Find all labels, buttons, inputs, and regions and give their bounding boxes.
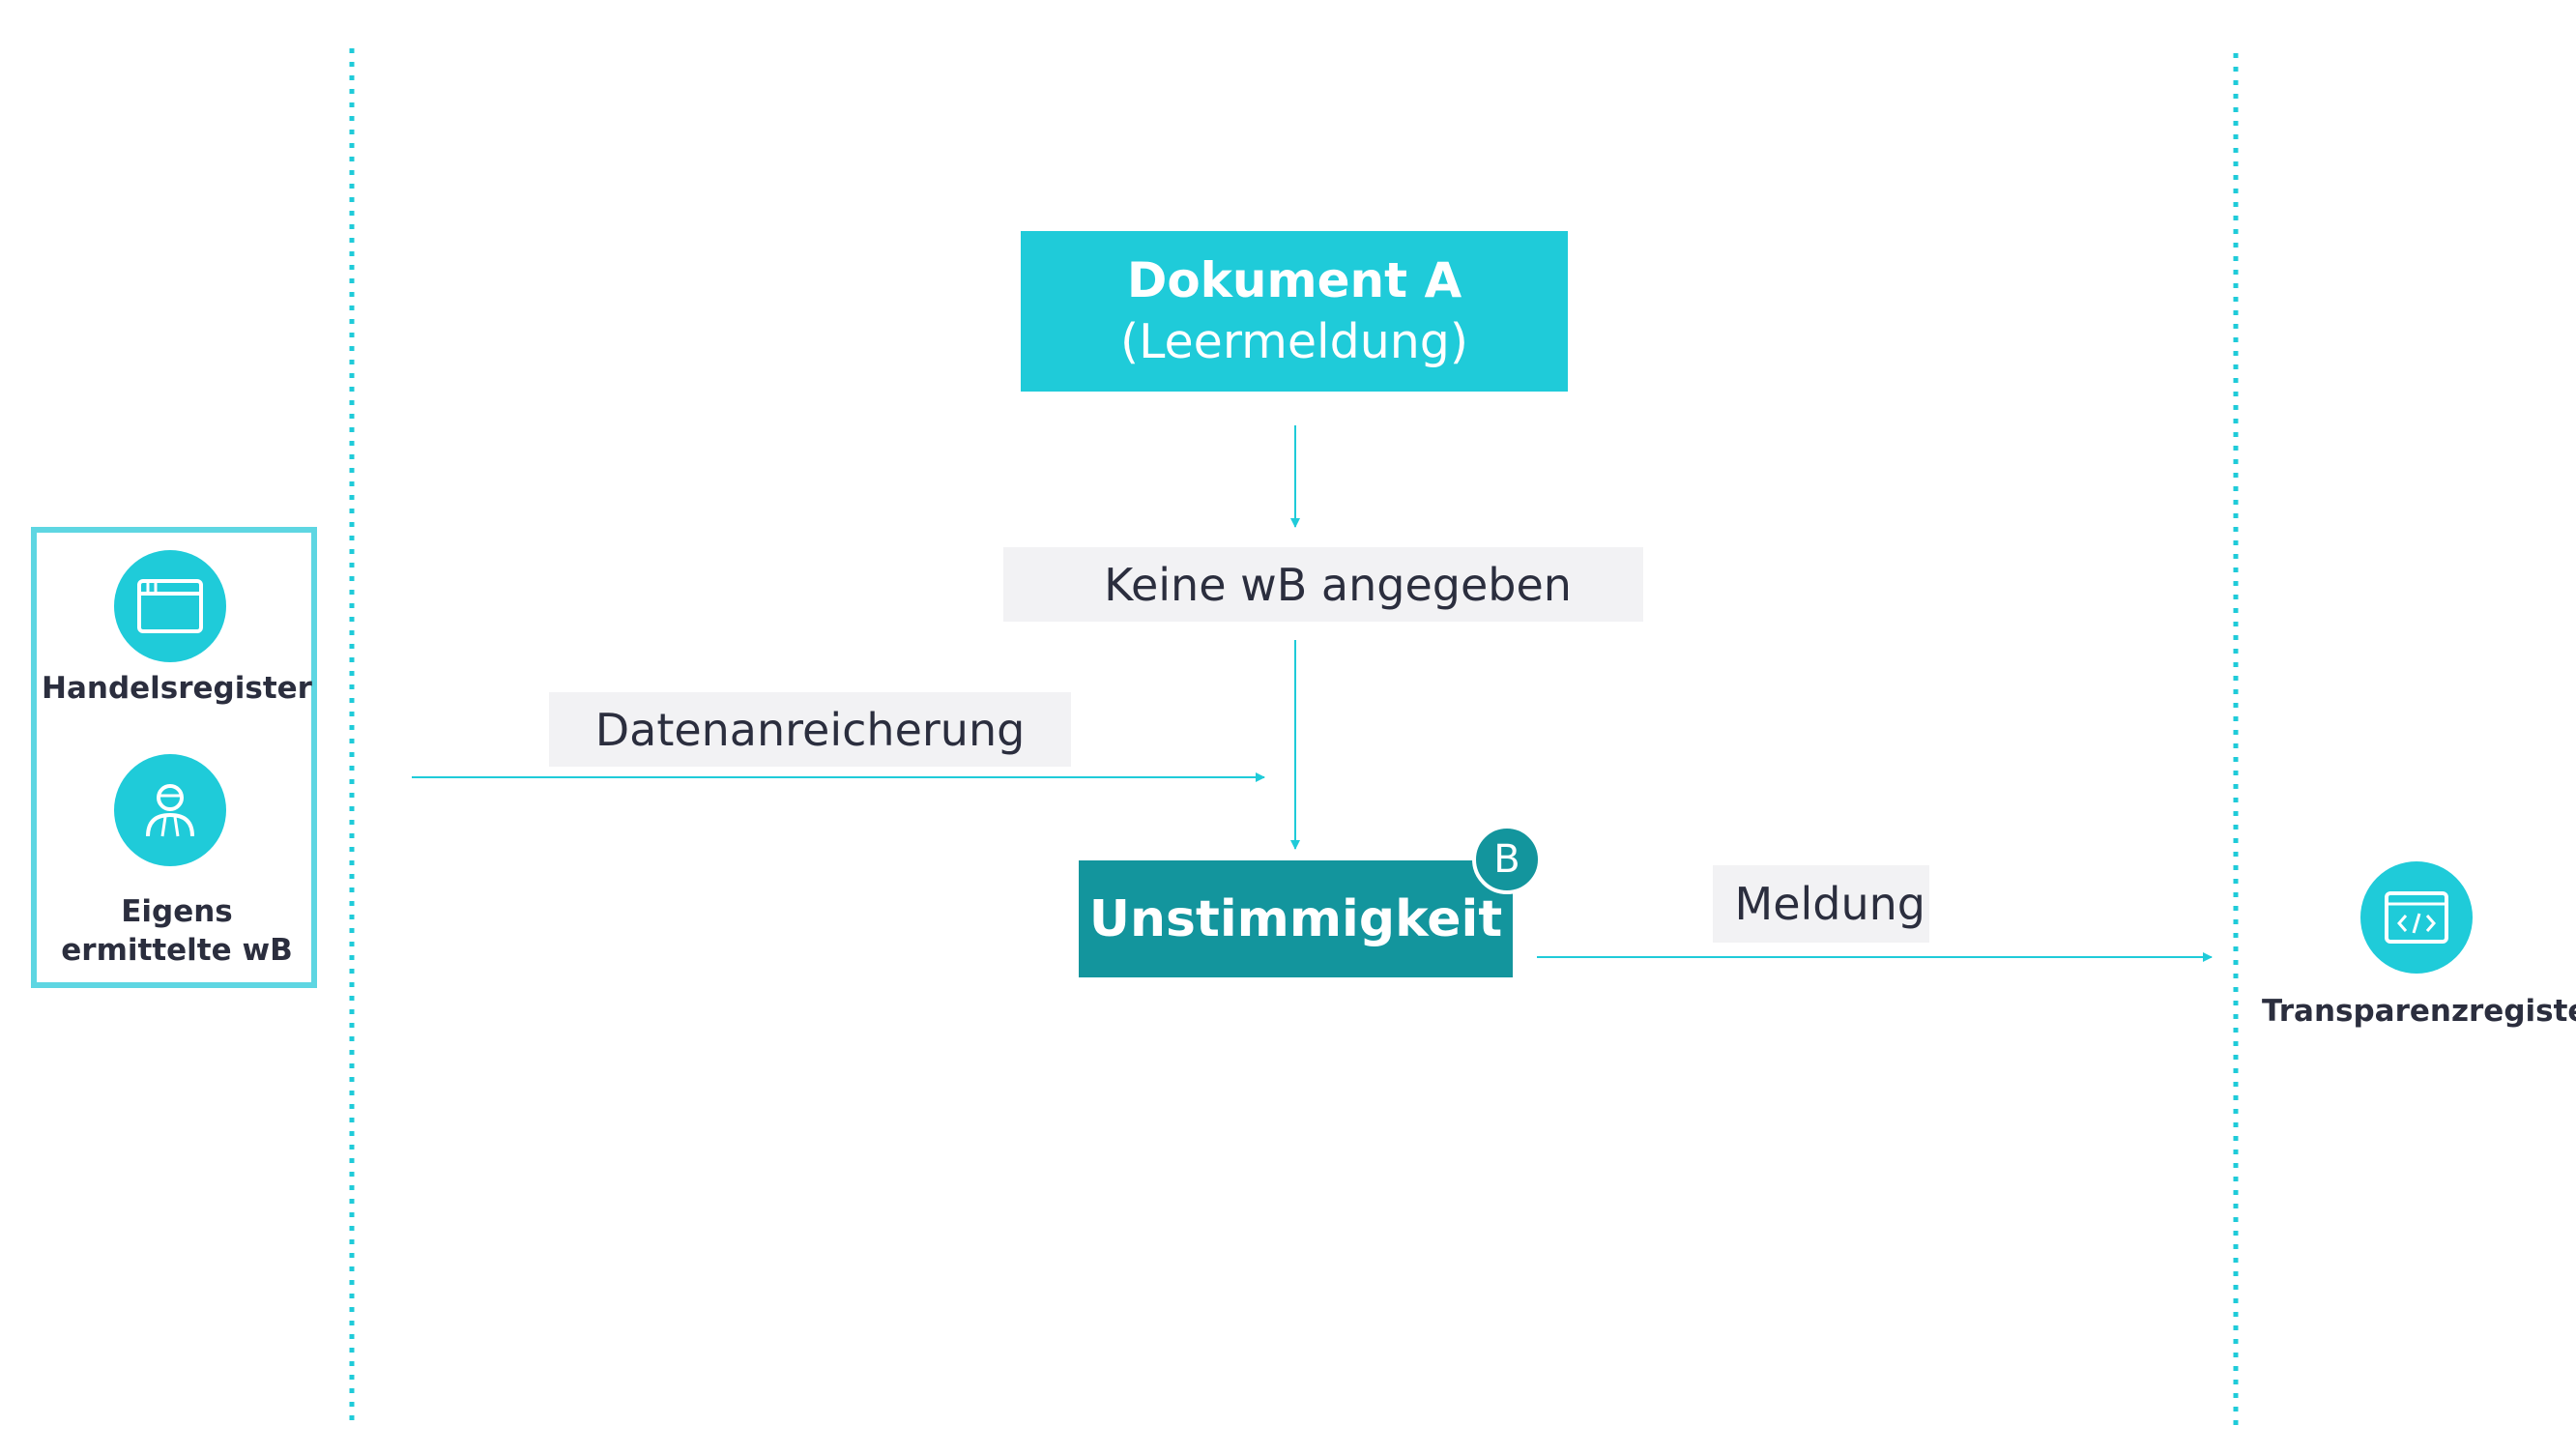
note-keine-wb: Keine wB angegeben: [1003, 547, 1643, 622]
target-transparenzregister-label: Transparenzregister: [2262, 994, 2576, 1029]
browser-window-icon: [114, 550, 226, 662]
issue-box: Unstimmigkeit: [1079, 860, 1513, 977]
source-eigens-line1: Eigens: [121, 894, 233, 929]
note-datenanreicherung: Datenanreicherung: [549, 692, 1071, 767]
issue-badge: B: [1472, 825, 1542, 894]
document-title: Dokument A: [1126, 252, 1462, 308]
code-browser-icon: [2360, 861, 2473, 974]
source-handelsregister-label: Handelsregister: [42, 671, 312, 706]
document-subtitle: (Leermeldung): [1119, 314, 1469, 369]
source-eigens-line2: ermittelte wB: [61, 933, 293, 968]
document-box: Dokument A (Leermeldung): [1021, 231, 1568, 392]
source-panel: Handelsregister Eigens ermittelte wB: [31, 527, 317, 988]
note-meldung: Meldung: [1713, 865, 1929, 943]
person-icon: [114, 754, 226, 866]
